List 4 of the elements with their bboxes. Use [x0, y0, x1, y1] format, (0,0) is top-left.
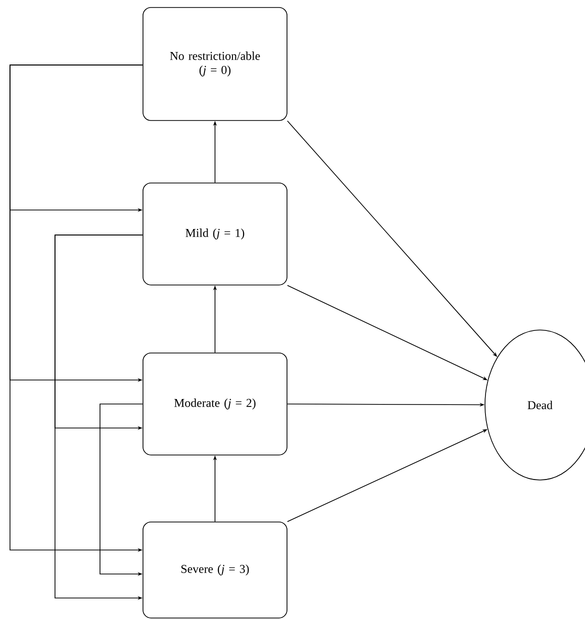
state-box: Severe (j = 3): [142, 522, 288, 618]
state-box: Moderate (j = 2): [142, 352, 288, 456]
state-box: No restriction/able (j = 0): [142, 7, 288, 121]
state-box: Mild (j = 1): [142, 182, 288, 286]
